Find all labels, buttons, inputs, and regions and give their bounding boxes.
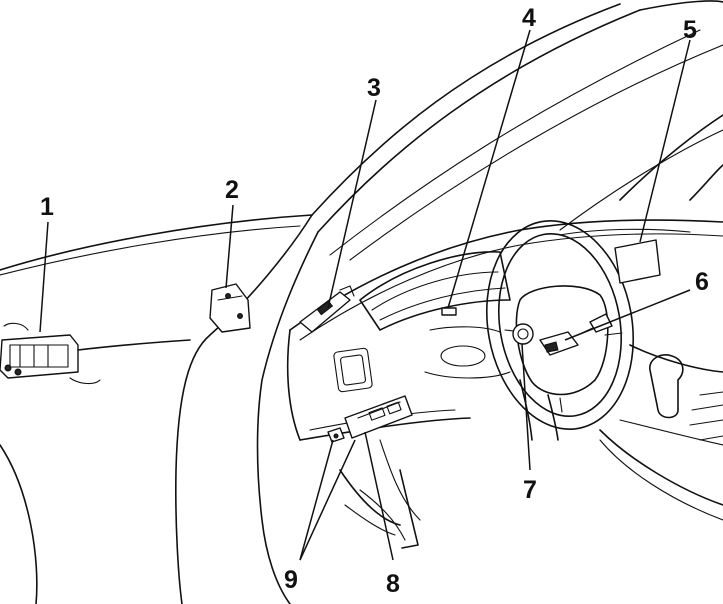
steering-wheel — [485, 220, 635, 441]
callout-8: 8 — [386, 570, 400, 598]
leader-5 — [639, 39, 691, 243]
component-3-dash-switch — [299, 285, 355, 333]
callout-2: 2 — [225, 176, 239, 204]
component-2-bracket-unit — [209, 283, 251, 333]
callout-3: 3 — [367, 74, 381, 102]
leader-4 — [447, 29, 531, 309]
callout-labels: 1 2 3 4 5 6 7 8 9 — [40, 4, 709, 598]
component-5-panel — [614, 239, 661, 284]
leader-7 — [521, 343, 531, 471]
leader-9a — [299, 439, 334, 561]
leader-3 — [327, 99, 377, 309]
component-1-relay-block — [0, 322, 191, 385]
component-4-sensor — [441, 307, 457, 316]
leader-lines — [39, 29, 691, 561]
component-9-connector — [327, 427, 345, 443]
callout-6: 6 — [695, 268, 709, 296]
component-6-combination-switch — [539, 313, 613, 356]
leader-8 — [364, 431, 394, 561]
callout-9: 9 — [284, 566, 298, 594]
leader-2 — [225, 204, 234, 289]
component-7-spiral-cable — [512, 323, 534, 345]
callout-5: 5 — [683, 16, 697, 44]
leader-9b — [299, 439, 356, 561]
leader-6 — [564, 289, 691, 341]
dashboard — [286, 219, 723, 549]
component-8-junction-block — [344, 395, 413, 439]
callout-1: 1 — [40, 193, 54, 221]
callout-4: 4 — [522, 4, 536, 32]
callout-7: 7 — [523, 476, 537, 504]
leader-1 — [39, 221, 49, 333]
